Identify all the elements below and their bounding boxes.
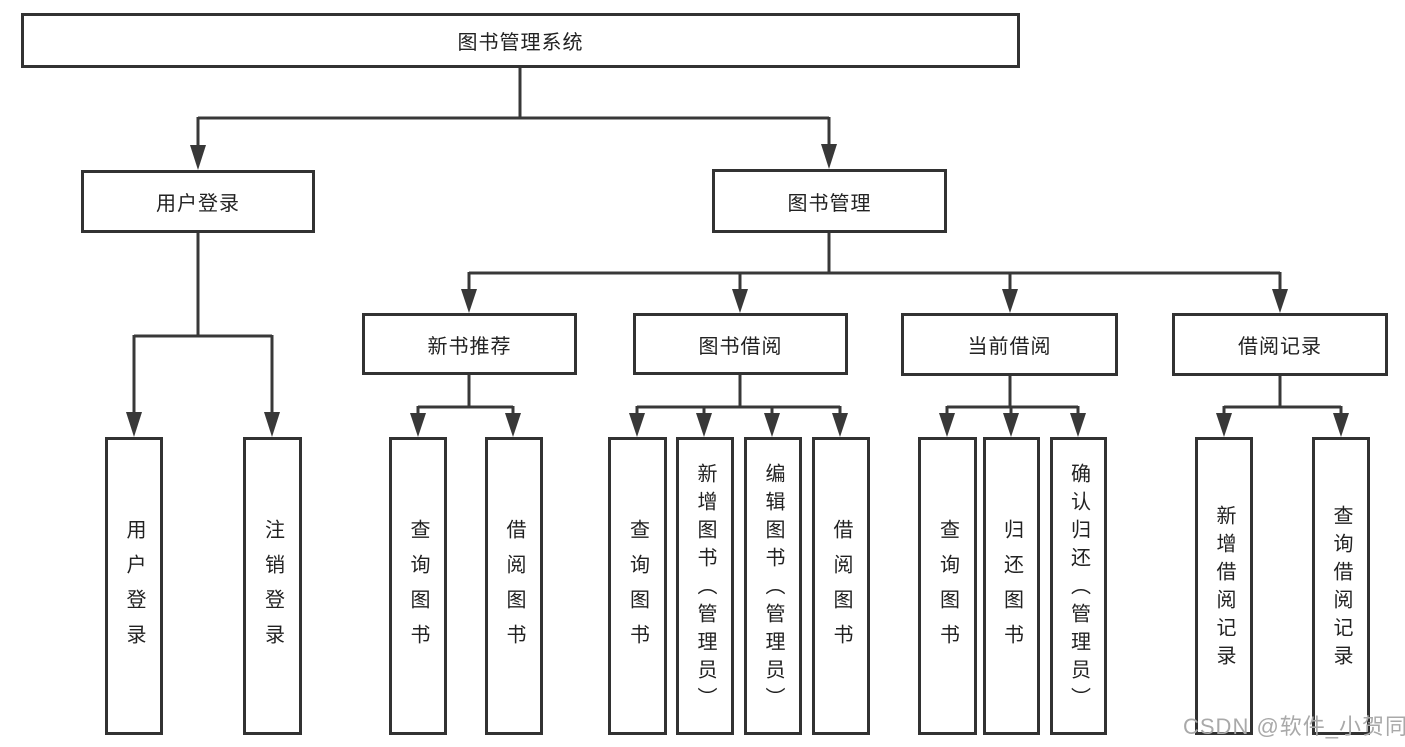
leaf-confirm-return-admin: 确认归还（管理员）	[1050, 437, 1107, 735]
leaf-edit-books-admin: 编辑图书（管理员）	[744, 437, 802, 735]
leaf-return-books: 归还图书	[983, 437, 1040, 735]
node-book-borrowing: 图书借阅	[633, 313, 848, 375]
node-library-management-system: 图书管理系统	[21, 13, 1020, 68]
csdn-watermark: CSDN @软件_小贺同学	[1183, 714, 1405, 739]
leaf-borrow-books-borrowing: 借阅图书	[812, 437, 870, 735]
leaf-query-books-recommendation: 查询图书	[389, 437, 447, 735]
leaf-user-login: 用户登录	[105, 437, 163, 735]
leaf-query-borrow-record: 查询借阅记录	[1312, 437, 1370, 735]
leaf-borrow-books-recommendation: 借阅图书	[485, 437, 543, 735]
node-user-login: 用户登录	[81, 170, 315, 233]
node-current-borrowing: 当前借阅	[901, 313, 1118, 376]
leaf-query-books-current: 查询图书	[918, 437, 977, 735]
leaf-logout: 注销登录	[243, 437, 302, 735]
leaf-query-books-borrowing: 查询图书	[608, 437, 667, 735]
node-book-management: 图书管理	[712, 169, 947, 233]
leaf-add-books-admin: 新增图书（管理员）	[676, 437, 734, 735]
leaf-add-borrow-record: 新增借阅记录	[1195, 437, 1253, 735]
node-new-book-recommendation: 新书推荐	[362, 313, 577, 375]
node-borrowing-records: 借阅记录	[1172, 313, 1388, 376]
